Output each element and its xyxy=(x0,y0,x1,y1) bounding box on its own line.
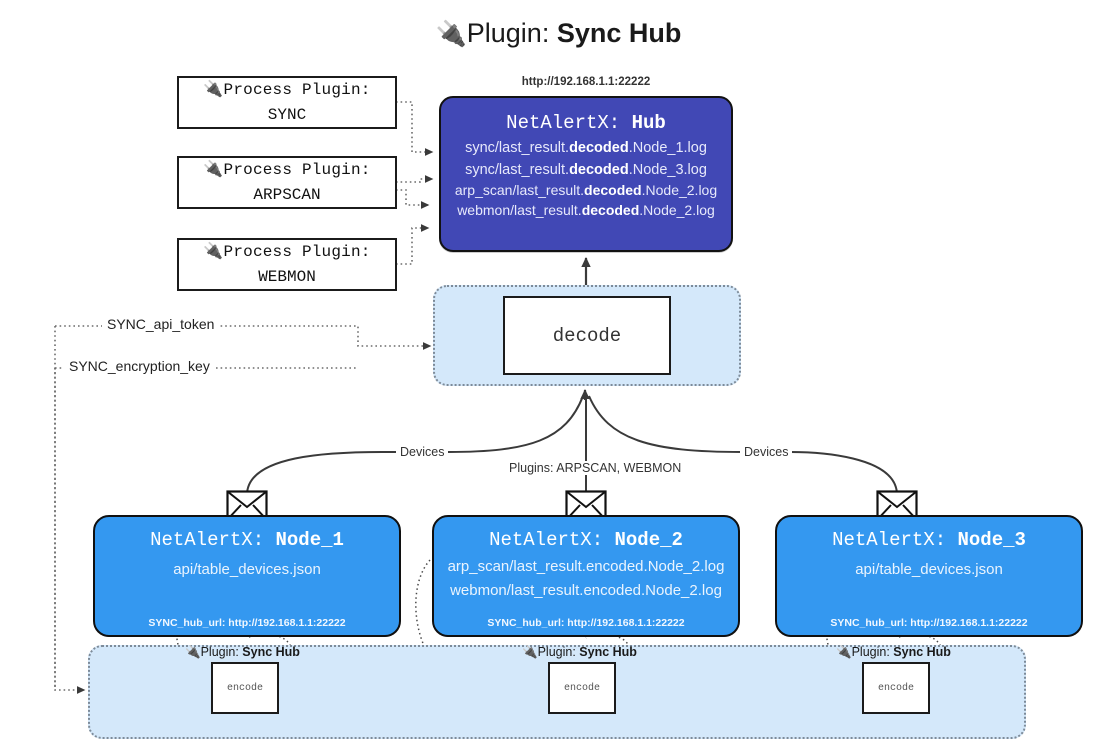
envelope-icon-node-3 xyxy=(876,490,918,521)
encode-2-plugin-tag: 🔌Plugin: Sync Hub xyxy=(522,645,637,659)
encode-box-2[interactable]: encode xyxy=(548,662,616,714)
process-plugin-webmon[interactable]: 🔌Process Plugin: WEBMON xyxy=(177,238,397,291)
node-2-line-2: webmon/last_result.encoded.Node_2.log xyxy=(450,582,722,599)
node-1-hub-url: SYNC_hub_url: http://192.168.1.1:22222 xyxy=(148,617,346,629)
process-plugin-webmon-line2: WEBMON xyxy=(258,267,316,286)
plug-icon: 🔌 xyxy=(203,160,224,178)
plugins-center-label: Plugins: ARPSCAN, WEBMON xyxy=(505,461,686,475)
hub-log-4: webmon/last_result.decoded.Node_2.log xyxy=(457,202,715,218)
node-2[interactable]: NetAlertX: Node_2 arp_scan/last_result.e… xyxy=(432,515,740,637)
plug-icon: 🔌 xyxy=(522,645,538,659)
encode-3-plugin-tag: 🔌Plugin: Sync Hub xyxy=(836,645,951,659)
devices-right-label: Devices xyxy=(740,445,793,459)
plug-icon: 🔌 xyxy=(435,20,467,48)
node-3-line-1: api/table_devices.json xyxy=(855,561,1003,578)
process-plugin-sync-line1: 🔌Process Plugin: xyxy=(203,80,371,99)
process-plugin-arpscan-line1: 🔌Process Plugin: xyxy=(203,160,371,179)
encode-box-1[interactable]: encode xyxy=(211,662,279,714)
node-3-hub-url: SYNC_hub_url: http://192.168.1.1:22222 xyxy=(830,617,1028,629)
plug-icon: 🔌 xyxy=(203,242,224,260)
node-2-line-1: arp_scan/last_result.encoded.Node_2.log xyxy=(447,558,725,575)
process-plugin-webmon-line1: 🔌Process Plugin: xyxy=(203,242,371,261)
page-title-name: Sync Hub xyxy=(556,18,682,48)
hub-log-1: sync/last_result.decoded.Node_1.log xyxy=(465,140,707,156)
process-plugin-arpscan[interactable]: 🔌Process Plugin: ARPSCAN xyxy=(177,156,397,209)
process-plugin-sync-line2: SYNC xyxy=(267,105,307,124)
node-1-line-1: api/table_devices.json xyxy=(173,561,321,578)
node-2-hub-url: SYNC_hub_url: http://192.168.1.1:22222 xyxy=(487,617,685,629)
decode-box[interactable]: decode xyxy=(503,296,671,375)
node-2-title: NetAlertX: Node_2 xyxy=(489,529,683,551)
secret-api-token-label: SYNC_api_token xyxy=(102,316,220,332)
plug-icon: 🔌 xyxy=(185,645,201,659)
node-1[interactable]: NetAlertX: Node_1 api/table_devices.json… xyxy=(93,515,401,637)
encode-box-3[interactable]: encode xyxy=(862,662,930,714)
hub-log-3: arp_scan/last_result.decoded.Node_2.log xyxy=(454,182,718,198)
secret-encryption-key-label: SYNC_encryption_key xyxy=(64,358,215,374)
node-3-title: NetAlertX: Node_3 xyxy=(832,529,1026,551)
hub-log-2: sync/last_result.decoded.Node_3.log xyxy=(465,162,707,178)
plug-icon: 🔌 xyxy=(836,645,852,659)
page-title: 🔌Plugin: Sync Hub xyxy=(0,18,1117,49)
hub-node[interactable]: NetAlertX: Hub sync/last_result.decoded.… xyxy=(439,96,733,252)
devices-left-label: Devices xyxy=(396,445,449,459)
process-plugin-sync[interactable]: 🔌Process Plugin: SYNC xyxy=(177,76,397,129)
hub-title: NetAlertX: Hub xyxy=(506,112,666,134)
encode-1-plugin-tag: 🔌Plugin: Sync Hub xyxy=(185,645,300,659)
node-1-title: NetAlertX: Node_1 xyxy=(150,529,344,551)
plug-icon: 🔌 xyxy=(203,80,224,98)
process-plugin-arpscan-line2: ARPSCAN xyxy=(253,185,321,204)
hub-url-label: http://192.168.1.1:22222 xyxy=(521,76,651,88)
page-title-prefix: Plugin: xyxy=(466,18,557,48)
node-3[interactable]: NetAlertX: Node_3 api/table_devices.json… xyxy=(775,515,1083,637)
